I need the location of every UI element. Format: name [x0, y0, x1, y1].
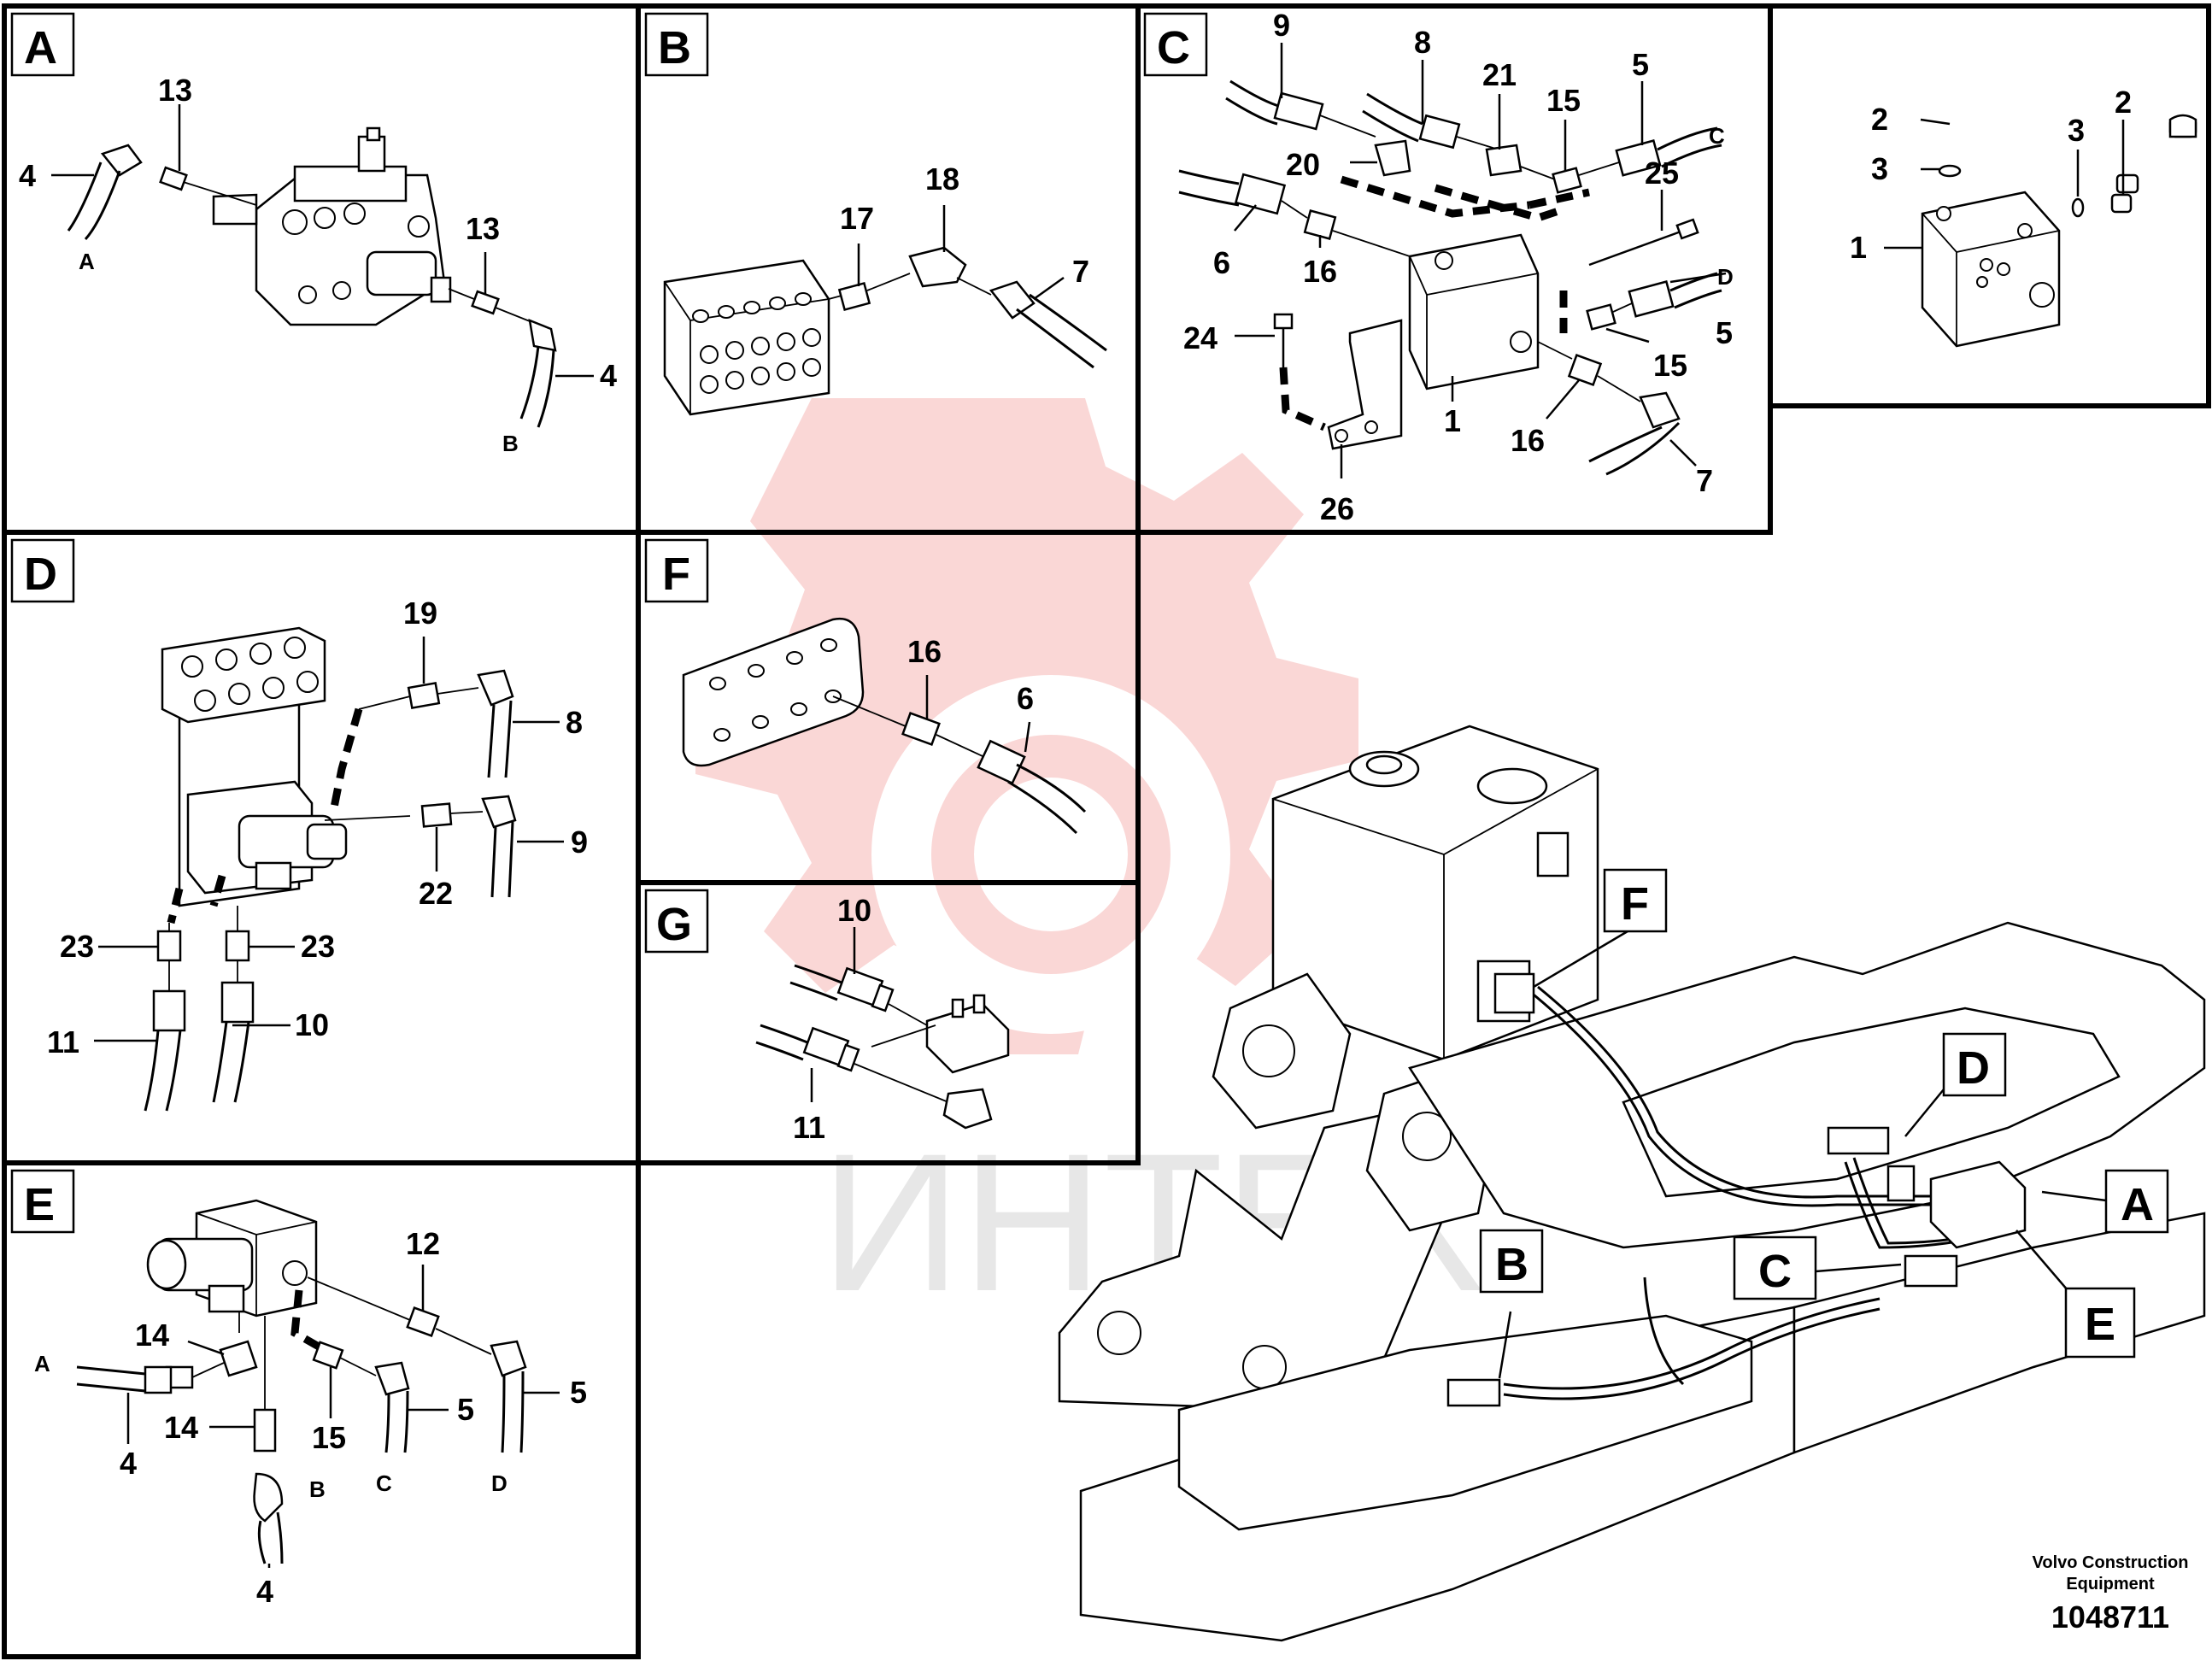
panel-e-letter: E	[24, 1179, 55, 1230]
company-name-line1: Volvo Construction	[2033, 1553, 2189, 1572]
panel-c: C	[1143, 8, 1734, 526]
callout-b-7: 7	[1072, 254, 1089, 289]
callout-e-4b: 4	[256, 1574, 273, 1609]
callout-c-5b: 5	[1716, 315, 1733, 350]
callout-f-6: 6	[1017, 681, 1034, 716]
callout-d-22: 22	[419, 876, 453, 911]
callout-d-19: 19	[403, 596, 437, 631]
callout-e-14a: 14	[135, 1318, 169, 1353]
callout-a-4: 4	[19, 158, 36, 193]
end-a-b: B	[502, 431, 519, 456]
main-label-b: B	[1495, 1239, 1528, 1290]
callout-side-2b: 2	[2115, 85, 2132, 120]
end-c-d: D	[1717, 264, 1734, 290]
panel-g-letter: G	[656, 899, 692, 950]
callout-g-10: 10	[837, 893, 871, 928]
panel-d-letter: D	[24, 549, 57, 600]
callout-c-25: 25	[1645, 156, 1679, 191]
callout-c-5: 5	[1632, 47, 1649, 82]
main-assembly: F D A B C E	[1058, 725, 2206, 1642]
panel-e: E	[10, 1169, 587, 1609]
callout-d-11: 11	[47, 1024, 79, 1059]
callout-e-4a: 4	[120, 1446, 137, 1481]
callout-c-1: 1	[1444, 403, 1461, 438]
company-name-line2: Equipment	[2066, 1575, 2155, 1594]
panel-b-letter: B	[658, 22, 691, 73]
panel-f: F 16 6	[644, 538, 1087, 835]
callout-d-23b: 23	[301, 929, 335, 964]
callout-c-24: 24	[1183, 320, 1217, 355]
callout-e-12: 12	[406, 1226, 440, 1261]
panel-frames	[2, 3, 2211, 1659]
end-c-c: C	[1709, 123, 1725, 149]
callout-g-11: 11	[793, 1110, 825, 1145]
panel-b: B 17 18 7	[644, 12, 1107, 416]
callout-side-3b: 3	[2068, 113, 2085, 148]
callout-b-18: 18	[925, 161, 959, 197]
document-number: 1048711	[2051, 1599, 2169, 1635]
callout-f-16: 16	[907, 634, 942, 669]
callout-a-4b: 4	[600, 358, 617, 393]
callout-c-6: 6	[1213, 245, 1230, 280]
panel-g: G 10 11	[644, 889, 1010, 1145]
panel-f-letter: F	[662, 549, 690, 600]
callout-c-26: 26	[1320, 491, 1354, 526]
callout-c-15b: 15	[1653, 348, 1687, 383]
callout-d-8: 8	[566, 705, 583, 740]
end-a-a: A	[79, 249, 95, 274]
panel-d: D	[10, 538, 588, 1112]
callout-c-7: 7	[1696, 463, 1713, 498]
main-label-d: D	[1957, 1042, 1990, 1094]
callout-side-1: 1	[1850, 230, 1867, 265]
callout-c-21: 21	[1482, 57, 1517, 92]
callout-c-9: 9	[1273, 8, 1290, 43]
callout-a-13: 13	[158, 73, 192, 108]
end-e-d: D	[491, 1470, 508, 1496]
callout-d-23a: 23	[60, 929, 94, 964]
callout-e-14b: 14	[164, 1410, 198, 1445]
callout-c-16b: 16	[1511, 423, 1545, 458]
callout-side-2: 2	[1871, 102, 1888, 137]
end-e-c: C	[376, 1470, 392, 1496]
callout-d-10: 10	[295, 1007, 329, 1042]
callout-d-9: 9	[571, 825, 588, 860]
end-e-b: B	[309, 1476, 326, 1502]
main-label-f: F	[1621, 878, 1649, 930]
callout-a-13b: 13	[466, 211, 500, 246]
callout-c-8: 8	[1414, 25, 1431, 60]
panel-c-letter: C	[1157, 22, 1190, 73]
callout-e-5b: 5	[570, 1375, 587, 1410]
panel-a-letter: A	[24, 22, 57, 73]
panel-side: 2 2 3 3 1	[1850, 85, 2197, 348]
end-e-a: A	[34, 1351, 50, 1376]
footer: Volvo Construction Equipment 1048711	[2033, 1553, 2189, 1635]
panel-a: A 13 4 A 13 4 B	[10, 12, 617, 456]
main-label-c: C	[1758, 1246, 1792, 1297]
main-label-a: A	[2121, 1179, 2154, 1230]
callout-side-3: 3	[1871, 151, 1888, 186]
main-label-e: E	[2085, 1299, 2115, 1350]
callout-c-20: 20	[1286, 147, 1320, 182]
callout-c-15: 15	[1546, 83, 1581, 118]
callout-e-5a: 5	[457, 1392, 474, 1427]
callout-c-16: 16	[1303, 254, 1337, 289]
callout-e-15: 15	[312, 1420, 346, 1455]
callout-b-17: 17	[840, 201, 874, 236]
